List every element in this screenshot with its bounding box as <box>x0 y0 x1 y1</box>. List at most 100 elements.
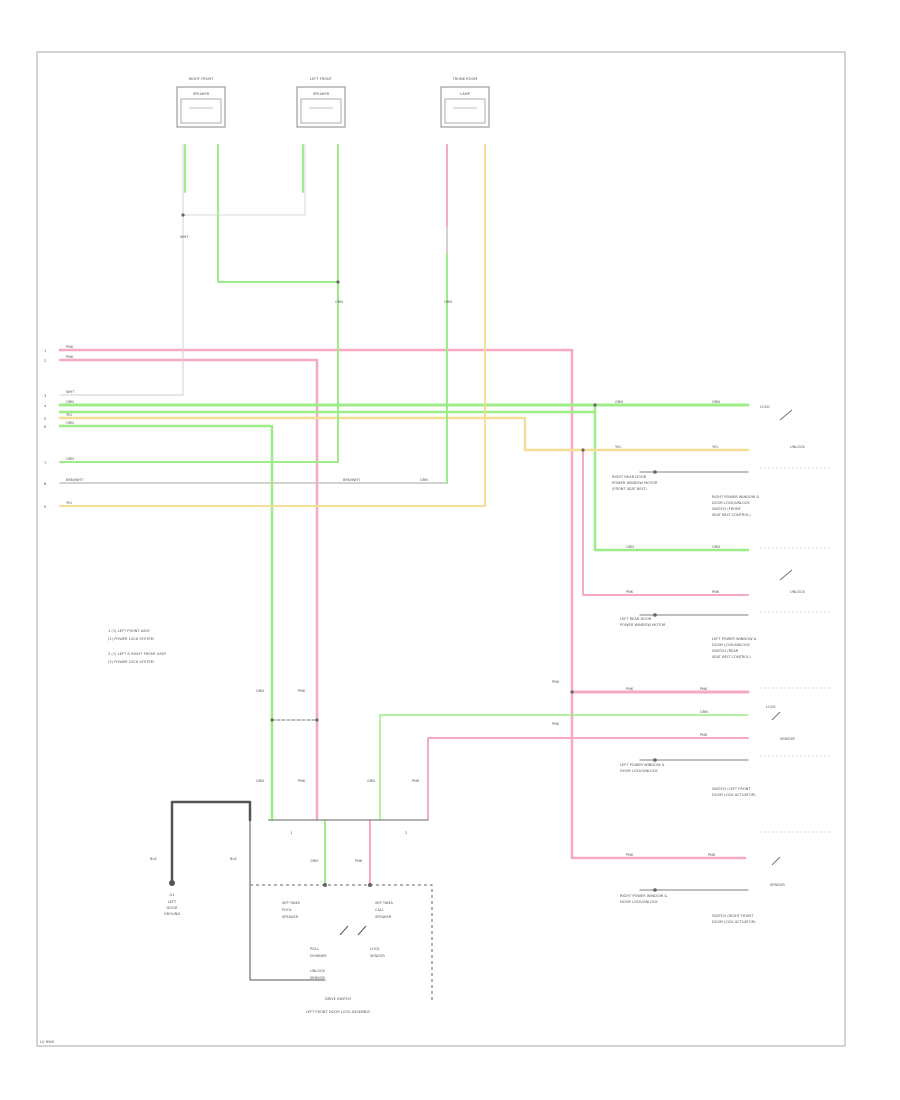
wire-green-10 <box>379 714 749 821</box>
lbl-pink-r7: PNK <box>708 853 716 857</box>
pin-2: 2 <box>44 359 46 363</box>
wire-black-2 <box>249 819 326 981</box>
lbl-pink-r6: PNK <box>626 853 634 857</box>
ground-label: G1 <box>169 893 174 897</box>
ground-caption-2: DOOR <box>167 906 178 910</box>
lbl-pink-v2: PNK <box>552 722 560 726</box>
left-pin-numbers: 1 2 3 4 5 6 7 8 9 <box>44 349 47 509</box>
pin-5: 5 <box>44 417 46 421</box>
lbl-pink-r1: PNK <box>626 590 634 594</box>
sw-br-1: LOCK <box>370 947 380 951</box>
lbl-green-mid: GRN <box>420 478 428 482</box>
lbl-yellow-2: YEL <box>66 501 72 505</box>
act-1-lock: LOCK <box>760 405 770 409</box>
footer-code: LU HWS <box>40 1040 55 1044</box>
switch-pin-1: 1 <box>290 831 292 835</box>
wire-green-3 <box>593 403 750 552</box>
mod-4-line-4: SEAT BELT CONTROL) <box>712 655 751 659</box>
pin-1: 1 <box>44 349 46 353</box>
trunk-lamp-title: TRUNK ROOM <box>452 77 478 81</box>
lbl-pink-dl: PNK <box>355 859 363 863</box>
sw-bl-2: DOWNER <box>310 954 327 958</box>
lbl-green-sw3: GRN <box>367 779 375 783</box>
act-3-sensor: SENSOR <box>780 737 795 741</box>
lbl-pink-v1: PNK <box>552 680 560 684</box>
note-1: 1 (1) LEFT FRONT ASSY <box>108 629 151 633</box>
sw-left-2: POOL <box>282 908 292 912</box>
lbl-green-r2: GRN <box>712 400 720 404</box>
mod-6-line-4: DOOR LOCK ACTUATOR) <box>712 920 756 924</box>
junction-dots <box>181 213 657 892</box>
wire-pink-6 <box>427 737 749 821</box>
lbl-green-1: GRN <box>66 400 74 404</box>
lbl-green-r4: GRN <box>712 545 720 549</box>
trunk-room-lamp: TRUNK ROOM LAMP <box>440 77 490 128</box>
lbl-pink-sw2: PNK <box>298 779 306 783</box>
lbl-yellow-r1: YEL <box>615 445 621 449</box>
mod-4-line-1: LEFT POWER WINDOW & <box>712 637 757 641</box>
lbl-black-2: BLK <box>230 857 237 861</box>
lbl-pink-2: PNK <box>66 355 74 359</box>
ground-caption-3: GROUND <box>164 912 180 916</box>
lbl-pink-sw3: PNK <box>412 779 420 783</box>
mod-1-line-3: (FRONT SEAT BELT) <box>612 487 647 491</box>
actuator-3: LOCK SENSOR <box>766 705 795 741</box>
sw-left-3: SPEAKER <box>282 915 299 919</box>
wire-pink-2 <box>58 358 319 822</box>
pin-9: 9 <box>44 505 47 509</box>
pin-3: 3 <box>44 394 46 398</box>
lbl-black-1: BLK <box>150 857 157 861</box>
wire-brn-1 <box>59 144 448 484</box>
lbl-yellow-1: YEL <box>66 413 72 417</box>
mod-2-line-2: DOOR LOCK/UNLOCK <box>712 501 750 505</box>
mod-1-line-2: POWER WINDOW MOTOR <box>612 481 658 485</box>
mod-5-line-1: LEFT POWER WINDOW & <box>620 763 665 767</box>
wire-black-ground <box>170 800 252 882</box>
lbl-pink-sw1: PNK <box>298 689 306 693</box>
mod-6-line-1: RIGHT POWER WINDOW & <box>620 894 667 898</box>
lf-speaker-title: LEFT FRONT <box>310 77 333 81</box>
wire-pink-3 <box>582 449 749 596</box>
mod-4-line-2: DOOR LOCK/UNLOCK <box>712 643 750 647</box>
mod-3-line-2: POWER WINDOW MOTOR <box>620 623 666 627</box>
rf-speaker-subtitle: SPEAKER <box>193 92 210 96</box>
lbl-yellow-r2: YEL <box>712 445 718 449</box>
wire-green-4 <box>58 424 274 822</box>
mod-5-line-4: DOOR LOCK ACTUATOR) <box>712 793 756 797</box>
ground-symbol: G1 LEFT DOOR GROUND <box>164 880 180 916</box>
rf-speaker-title: RIGHT FRONT <box>189 77 214 81</box>
pin-4: 4 <box>44 404 47 408</box>
wires <box>58 144 750 981</box>
lbl-brn: BRN/WHT <box>66 478 84 482</box>
mod-6-line-2: DOOR LOCK/UNLOCK <box>620 900 658 904</box>
right-modules: LOCK UNLOCK RIGHT REAR DOOR POWER WINDOW… <box>612 405 830 924</box>
actuator-2: UNLOCK <box>779 569 806 594</box>
trunk-lamp-subtitle: LAMP <box>460 92 471 96</box>
sw-br-2: SENSOR <box>370 954 385 958</box>
notes: 1 (1) LEFT FRONT ASSY (2) POWER LOCK SYS… <box>108 629 167 664</box>
lbl-green-r3: GRN <box>626 545 634 549</box>
sw-bl-4: SENSOR <box>310 976 325 980</box>
lbl-green-dl: GRN <box>310 859 318 863</box>
pin-6: 6 <box>44 425 47 429</box>
sw-left-1: SEP TAMA <box>282 901 300 905</box>
switch-pin-2: 2 <box>405 831 407 835</box>
act-4-sensor: SENSOR <box>770 883 785 887</box>
lbl-white: WHT <box>66 390 75 394</box>
lbl-pink-r3: PNK <box>626 687 634 691</box>
act-1-unlock: UNLOCK <box>790 445 806 449</box>
lbl-green-2: GRN <box>66 421 74 425</box>
wire-yellow-1 <box>58 416 750 452</box>
wire-white-1 <box>59 144 184 396</box>
lbl-green-r5: GRN <box>700 710 708 714</box>
sw-bl-3: UNLOCK <box>310 969 326 973</box>
act-3-lock: LOCK <box>766 705 776 709</box>
lbl-brn-2: BRN/WHT <box>343 478 361 482</box>
right-front-speaker: RIGHT FRONT SPEAKER <box>176 77 226 128</box>
mod-2-line-1: RIGHT POWER WINDOW & <box>712 495 759 499</box>
wire-color-labels: PNK PNK WHT GRN YEL GRN GRN BRN/WHT YEL … <box>66 235 720 863</box>
mod-2-line-4: SEAT BELT CONTROL) <box>712 513 751 517</box>
lbl-pink-1: PNK <box>66 345 74 349</box>
ground-caption-1: LEFT <box>168 900 177 904</box>
